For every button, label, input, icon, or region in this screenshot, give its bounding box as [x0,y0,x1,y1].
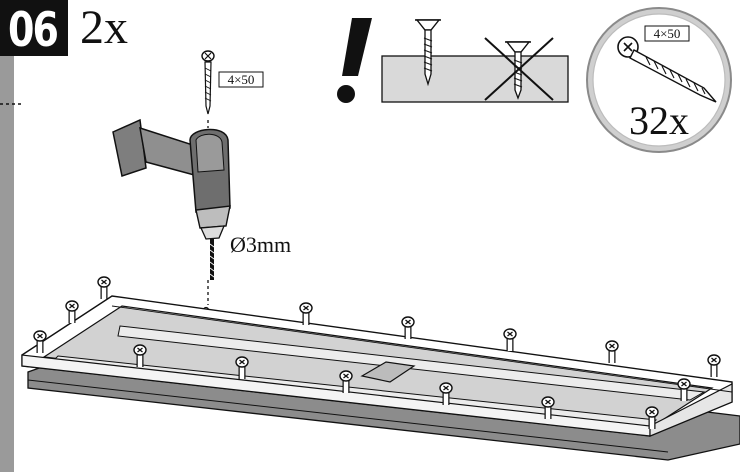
screw-icon [606,341,618,363]
step-number-badge: 06 [0,0,68,57]
screw-icon [201,50,215,115]
left-margin-bar [0,0,14,472]
screw-icon [504,329,516,351]
drill-icon [112,118,231,314]
bubble-screw-spec: 4×50 [654,26,681,41]
exclamation-icon [337,18,372,103]
screw-icon [98,277,110,299]
bed-frame [21,295,740,461]
screw-depth-panel [381,19,569,103]
parts-bubble: 4×50 32x [586,7,732,153]
correct-screw-icon [415,19,441,87]
screw-icon [402,317,414,339]
screw-spec-label: 4×50 [228,72,255,87]
bubble-count: 32x [629,98,689,143]
cross-out-icon [484,37,554,101]
screw-icon [708,355,720,377]
incorrect-screw-icon [505,41,531,100]
drill-bit-size-label: Ø3mm [230,232,291,257]
screw-icon [617,36,717,103]
step-repeat-count: 2x [80,1,128,54]
step-number: 06 [8,2,59,57]
